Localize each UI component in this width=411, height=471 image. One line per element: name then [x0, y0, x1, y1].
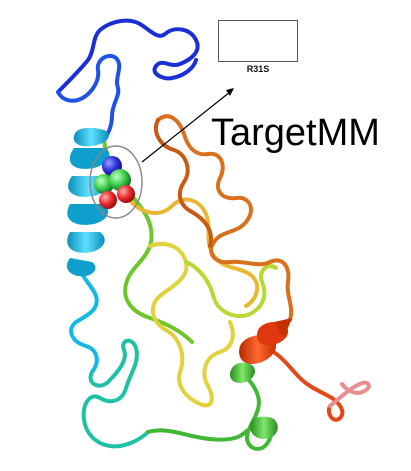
- backbone-teal-segment: [81, 338, 150, 449]
- backbone-gold-segment: [126, 196, 260, 308]
- backbone-blue-segment-2: [56, 53, 122, 142]
- backbone-yellowgreen-segment: [184, 260, 278, 318]
- inset-label: R31S: [246, 64, 270, 74]
- backbone-red-segment: [268, 348, 345, 422]
- highlight-circle: [89, 145, 143, 219]
- backbone-orange-segment: [156, 114, 294, 322]
- backbone-green-segment: [146, 364, 274, 451]
- backbone-blue-segment: [56, 18, 200, 94]
- backbone-pink-segment: [328, 380, 371, 408]
- green-helix: [229, 362, 278, 439]
- inset-frame: [218, 20, 298, 62]
- backbone-cyan-segment: [69, 260, 99, 374]
- target-label: TargetMM: [211, 112, 380, 154]
- backbone-yellow-segment: [148, 242, 235, 408]
- red-helix: [239, 318, 292, 365]
- mutation-site-spheres: [89, 145, 143, 219]
- pointer-arrow: [141, 88, 234, 163]
